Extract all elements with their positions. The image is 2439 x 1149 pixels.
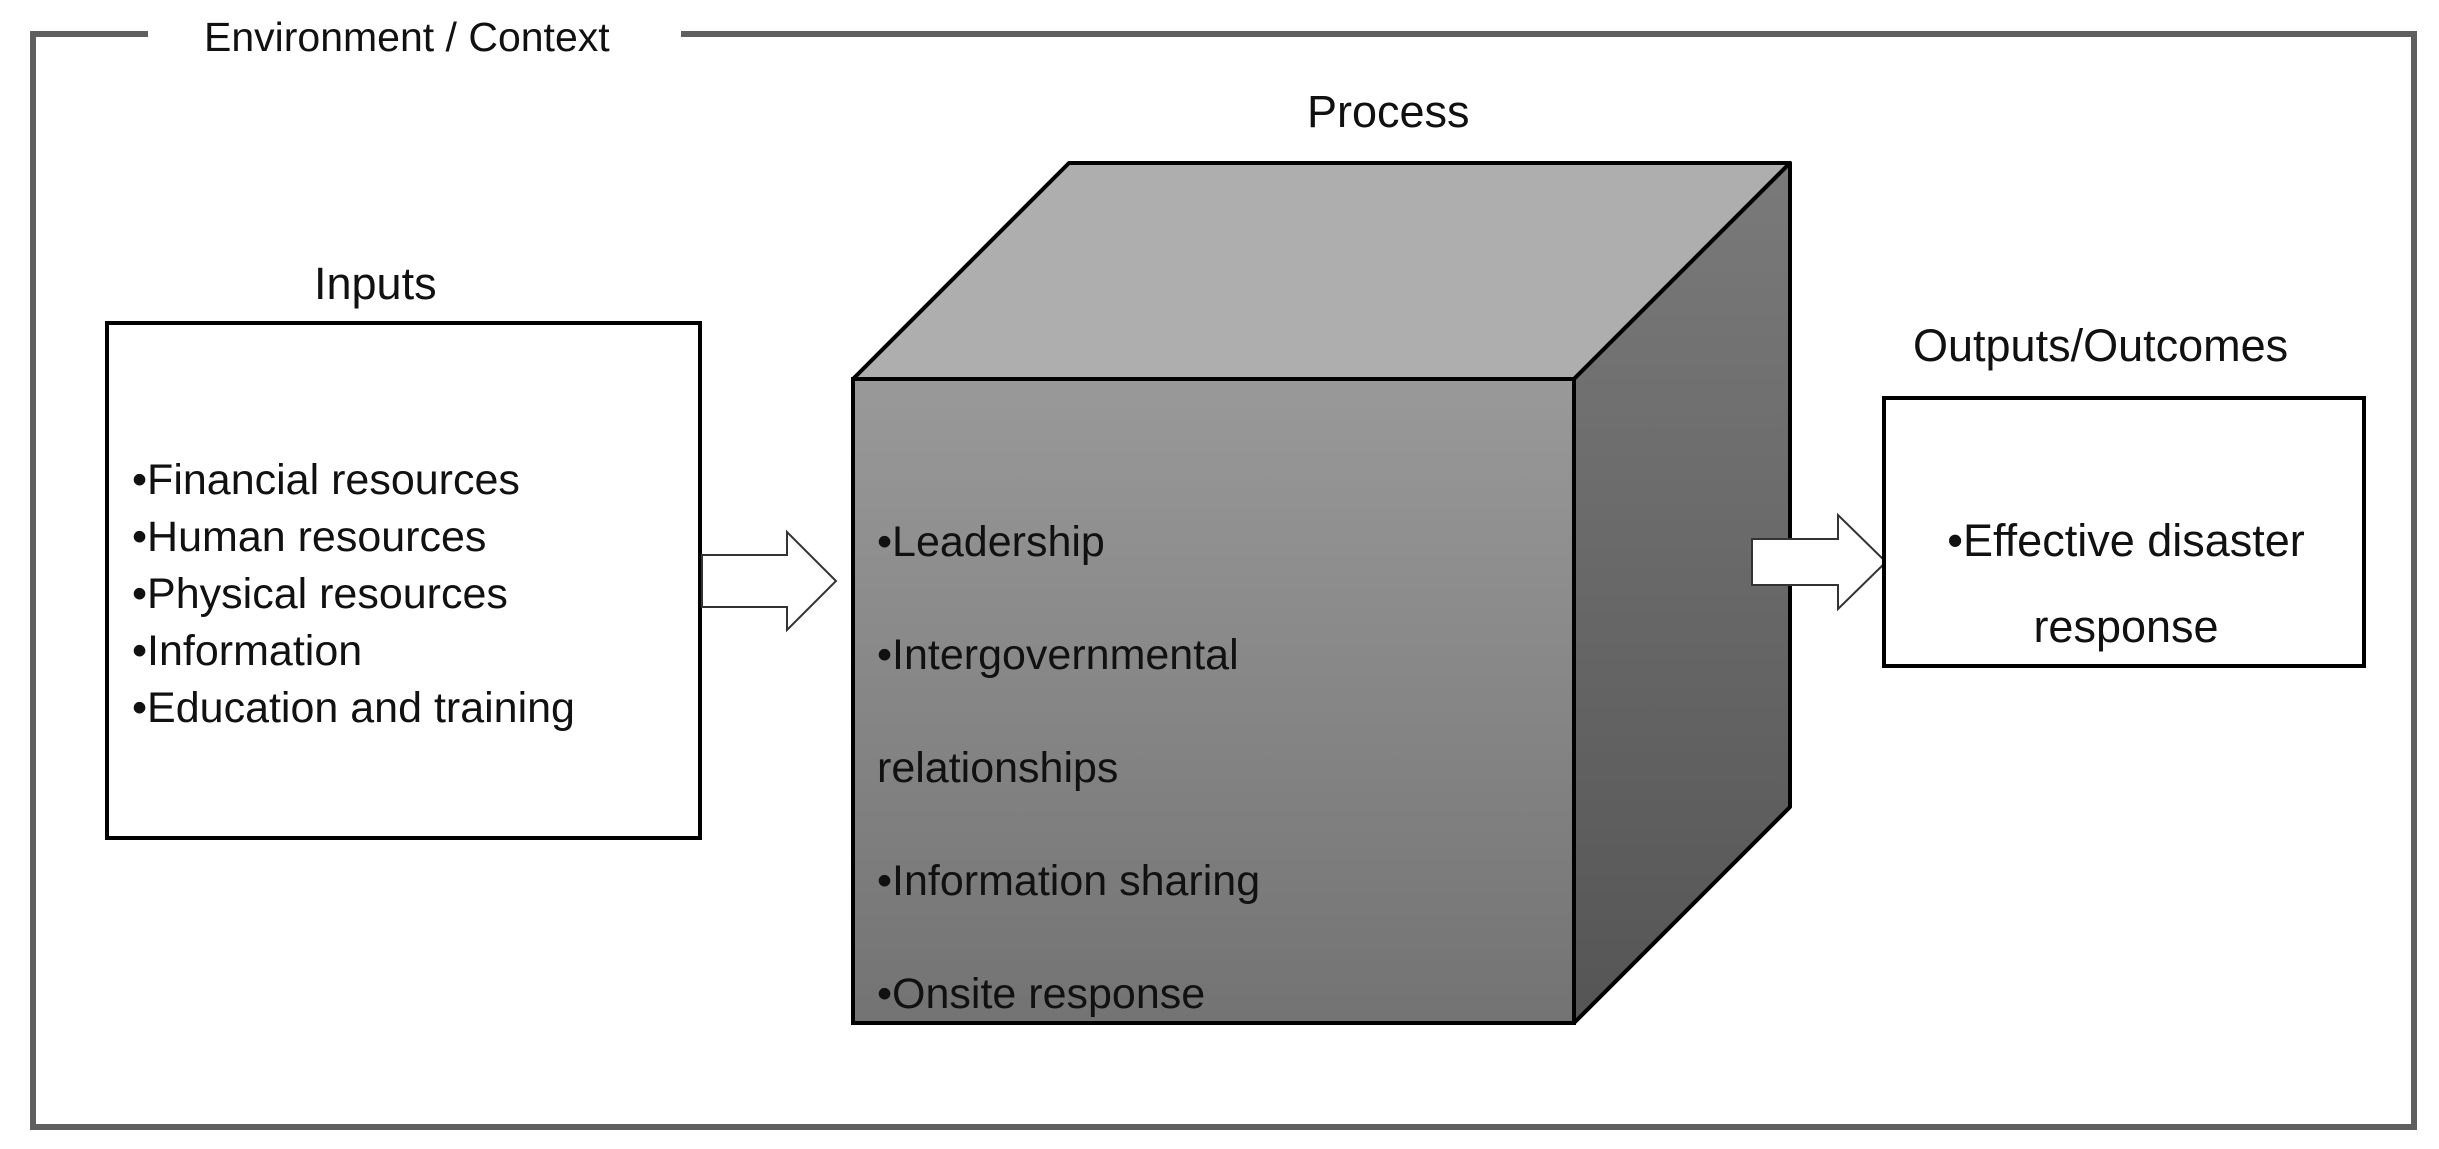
- inputs-list-item: •Physical resources: [132, 570, 508, 618]
- environment-label: Environment / Context: [204, 14, 610, 60]
- process-title: Process: [1307, 86, 1470, 137]
- process-to-outputs-arrow: [1751, 512, 1888, 612]
- inputs-list-item: •Financial resources: [132, 456, 520, 504]
- inputs-to-process-arrow: [701, 529, 838, 633]
- inputs-box: [105, 321, 702, 840]
- outputs-box: [1882, 396, 2366, 668]
- inputs-title: Inputs: [314, 258, 437, 309]
- outputs-title: Outputs/Outcomes: [1913, 320, 2289, 371]
- process-list-item: •Information sharing: [877, 857, 1261, 905]
- inputs-list-item: •Information: [132, 627, 363, 675]
- outputs-list-item: response: [2033, 601, 2219, 652]
- environment-frame: [30, 31, 2417, 1130]
- process-list-item: relationships: [877, 744, 1119, 792]
- process-list-item: •Leadership: [877, 518, 1105, 566]
- inputs-list-item: •Human resources: [132, 513, 487, 561]
- inputs-list-item: •Education and training: [132, 684, 575, 732]
- outputs-text: •Effective disaster response: [1896, 498, 2356, 670]
- outputs-list-item: •Effective disaster: [1947, 515, 2305, 566]
- process-cube-front-face: [851, 377, 1576, 1025]
- process-list: •Leadership •Intergovernmental relations…: [877, 486, 1260, 1051]
- process-list-item: •Intergovernmental: [877, 631, 1239, 679]
- process-list-item: •Onsite response: [877, 970, 1206, 1018]
- inputs-list: •Financial resources •Human resources •P…: [132, 452, 575, 737]
